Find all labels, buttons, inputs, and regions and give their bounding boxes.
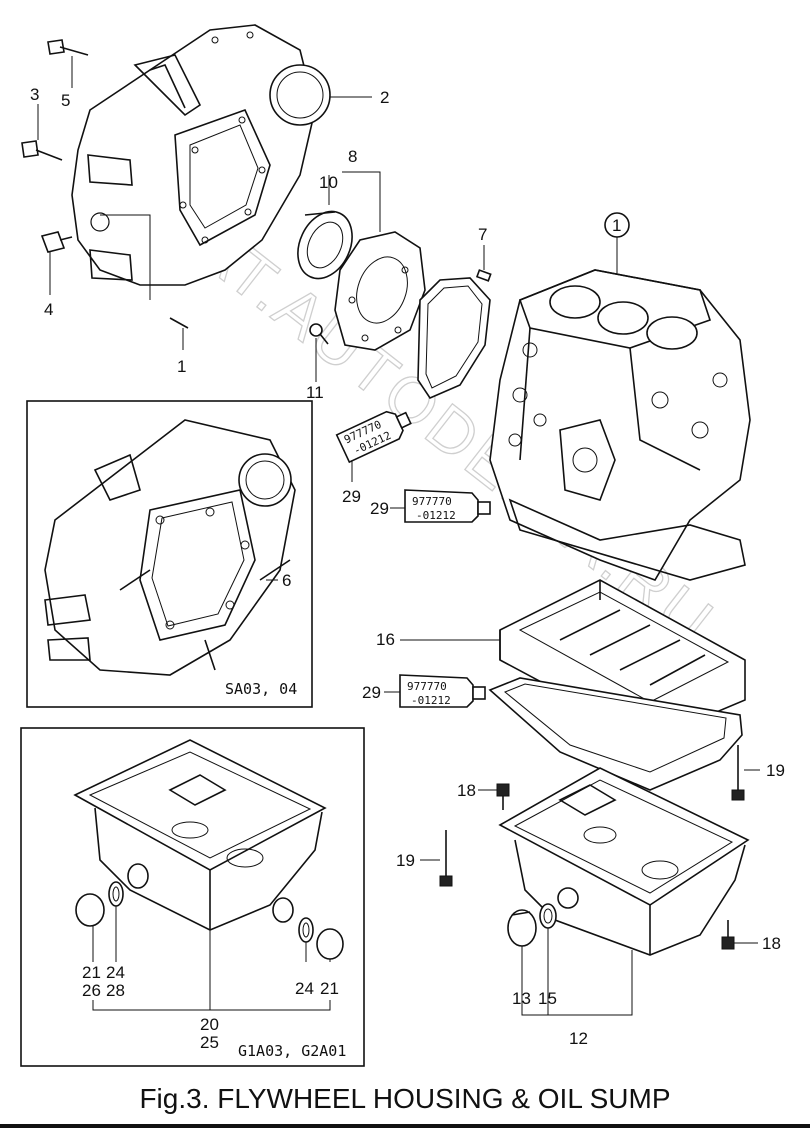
label-24-right: 24: [295, 979, 314, 998]
label-16: 16: [376, 630, 395, 649]
tube-code-line-2: -01212: [411, 694, 451, 707]
label-6: 6: [282, 571, 291, 590]
label-5: 5: [61, 91, 70, 110]
label-24-left: 24: [106, 963, 125, 982]
drain-plug-13: [507, 909, 537, 947]
washer-24-right: [298, 917, 314, 943]
washer-24-left: [108, 881, 124, 907]
tube-code-line-1: 977770: [412, 495, 452, 508]
label-29-middle: 29: [370, 499, 389, 518]
oil-seal-10: [297, 210, 353, 280]
bolt-3: [21, 140, 63, 161]
bolt-19-right: [731, 745, 745, 801]
label-21-left: 21: [82, 963, 101, 982]
cylinder-block-callout-circle: [604, 212, 630, 238]
label-20: 20: [200, 1015, 219, 1034]
bolt-18-upper: [496, 783, 510, 810]
flywheel-housing-variant: [44, 419, 296, 676]
label-21-right: 21: [320, 979, 339, 998]
drain-plug-21-right: [316, 928, 344, 960]
bottom-rule: [0, 1124, 810, 1128]
bolt-11: [309, 323, 329, 345]
label-3: 3: [30, 85, 39, 104]
oil-sump-12: [498, 767, 750, 956]
tube-code-line-1: 977770: [407, 680, 447, 693]
flywheel-variant-caption: SA03, 04: [225, 680, 297, 698]
cylinder-block: [489, 269, 751, 581]
flywheel-variant-box: [26, 400, 313, 708]
label-15: 15: [538, 989, 557, 1008]
oil-sump-variant-box: [20, 727, 365, 1067]
pin-7: [475, 269, 492, 282]
oil-sump-variant: [73, 739, 327, 931]
bolt-5: [47, 39, 89, 56]
gasket: [417, 277, 491, 399]
plug-4: [40, 231, 73, 253]
label-29-upper: 29: [342, 487, 361, 506]
label-12: 12: [569, 1029, 588, 1048]
flywheel-housing: [71, 24, 331, 300]
tube-code-line-2: -01212: [416, 509, 456, 522]
label-25: 25: [200, 1033, 219, 1052]
bearing-frame-16: [488, 579, 746, 791]
label-18-upper: 18: [457, 781, 476, 800]
label-8: 8: [348, 147, 357, 166]
part-labels: 5 3 4 1 2 10 8 7 1 11 29 29 16 29 6 18 1…: [30, 85, 785, 1052]
bolt-19-left: [439, 830, 453, 887]
label-11: 11: [306, 383, 324, 402]
label-29-lower: 29: [362, 683, 381, 702]
label-26: 26: [82, 981, 101, 1000]
oil-sump-variant-caption: G1A03, G2A01: [238, 1042, 346, 1060]
label-2: 2: [380, 88, 389, 107]
label-7: 7: [478, 225, 487, 244]
leader-lines: [37, 56, 760, 1016]
drain-plug-21-left: [75, 893, 105, 927]
bolt-18-lower: [721, 920, 735, 950]
label-19-left: 19: [396, 851, 415, 870]
figure-title: Fig.3. FLYWHEEL HOUSING & OIL SUMP: [139, 1083, 671, 1114]
label-1: 1: [177, 357, 186, 376]
label-13: 13: [512, 989, 531, 1008]
sealant-tube-3: 977770 -01212: [399, 674, 486, 708]
label-4: 4: [44, 300, 53, 319]
label-28: 28: [106, 981, 125, 1000]
label-cylinder-block: 1: [612, 216, 621, 235]
pin-1: [169, 317, 189, 329]
seal-holder-8: [334, 231, 426, 351]
washer-15: [539, 903, 557, 929]
label-18-lower: 18: [762, 934, 781, 953]
label-10: 10: [319, 173, 338, 192]
sealant-tube-2: 977770 -01212: [404, 489, 491, 523]
label-19-right: 19: [766, 761, 785, 780]
